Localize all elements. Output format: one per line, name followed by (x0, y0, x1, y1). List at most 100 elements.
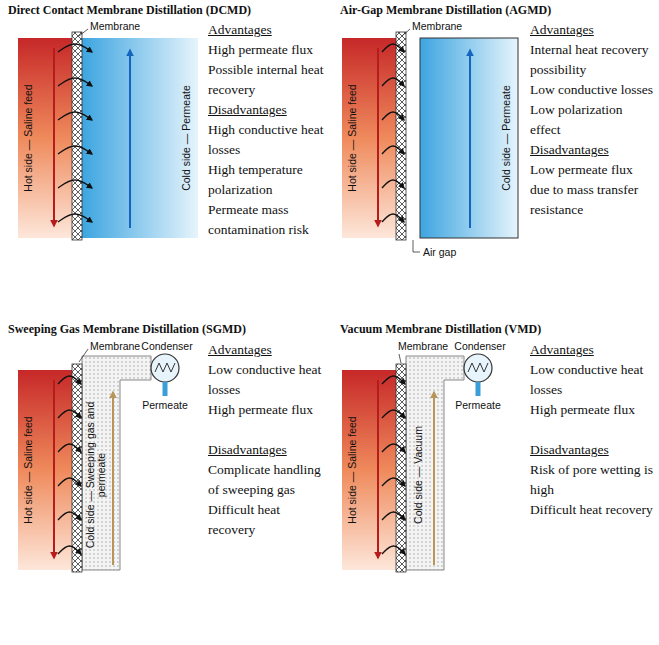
list-item: Possible internal heat recovery (208, 60, 330, 100)
list-heading: Disadvantages (208, 440, 330, 460)
list-heading: Advantages (530, 20, 654, 40)
part-label: Membrane (90, 340, 140, 352)
list-item: Complicate handling of sweeping gas (208, 460, 330, 500)
vapour-arrow (58, 44, 92, 52)
vapour-arrow (58, 146, 92, 154)
flow-arrow (433, 392, 435, 565)
vapour-arrow (382, 146, 404, 154)
panel-title: Direct Contact Membrane Distillation (DC… (8, 3, 251, 17)
cold-side-channel: Cold side — Permeate (82, 38, 198, 238)
membrane (72, 364, 82, 572)
list-item: Difficult heat recovery (530, 500, 654, 520)
vapour-arrow (382, 180, 404, 188)
list-item: High permeate flux (530, 400, 654, 420)
part-label: Air gap (423, 246, 456, 258)
part-label: Membrane (90, 20, 140, 32)
channel-label: Hot side — Saline feed (23, 380, 34, 560)
panel-title: Vacuum Membrane Distillation (VMD) (340, 322, 541, 336)
vapour-arrow (58, 78, 92, 86)
membrane (72, 32, 406, 572)
vapour-arrow (382, 546, 405, 554)
vapour-arrow (382, 444, 405, 452)
vapour-arrow (58, 410, 81, 418)
flow-arrow (129, 50, 131, 228)
list-item: Low conductive heat losses (208, 360, 330, 400)
vapour-arrow (58, 444, 81, 452)
hot-side-channel: Hot side — Saline feed (342, 38, 396, 238)
condenser (151, 354, 492, 382)
sweep-duct (82, 356, 151, 570)
vapour-arrow (382, 214, 404, 222)
list-heading: Disadvantages (530, 140, 654, 160)
leader-line (402, 29, 410, 36)
list-item: High permeate flux (208, 40, 330, 60)
hot-side-channel-fill (18, 38, 72, 238)
part-label: Condenser (141, 340, 192, 352)
list-item: Difficult heat recovery (208, 500, 330, 540)
vapour-arrow (382, 512, 405, 520)
vapour-arrow (382, 78, 404, 86)
vapour-arrow (58, 214, 92, 222)
hot-side-channel-fill (18, 370, 72, 570)
flow-arrow (53, 48, 55, 226)
panel-title: Sweeping Gas Membrane Distillation (SGMD… (8, 322, 246, 336)
vacuum-channel: Cold side — Vacuum (406, 380, 444, 570)
leader-line (399, 354, 401, 363)
flow-arrow (377, 380, 379, 558)
list-item: Low permeate flux due to mass transfer r… (530, 160, 654, 220)
vapour-arrow (58, 180, 92, 188)
vapour-arrow (382, 478, 405, 486)
vapour-arrow (382, 376, 405, 384)
part-label: Membrane (412, 20, 462, 32)
list-heading: Disadvantages (530, 440, 654, 460)
cold-side-channel-fill (420, 38, 518, 238)
list-heading: Advantages (208, 340, 330, 360)
list-item: Internal heat recovery possibility (530, 40, 654, 80)
channel-label: Cold side — Vacuum (413, 390, 424, 560)
list-item: Low conductive heat losses (530, 360, 654, 400)
sweep-duct (406, 356, 464, 570)
vapour-arrow (58, 512, 81, 520)
vapour-arrow (58, 546, 81, 554)
part-label: Permeate (455, 399, 501, 411)
cold-side-channel-fill (82, 38, 198, 238)
vapour-arrow (382, 44, 404, 52)
list-heading: Advantages (530, 340, 654, 360)
list-item: High temperature polarization (208, 160, 330, 200)
flow-arrow (377, 48, 379, 226)
panel-title: Air-Gap Membrane Distillation (AGMD) (340, 3, 551, 17)
hot-side-channel: Hot side — Saline feed (342, 370, 396, 570)
flow-arrow (112, 392, 114, 565)
sweep-duct (82, 356, 464, 570)
channel-label: Cold side — Sweeping gas and permeate (85, 400, 107, 550)
vapour-arrow (382, 410, 405, 418)
cold-side-channel: Cold side — Permeate (420, 38, 518, 238)
flow-arrow (54, 48, 470, 565)
hot-side-channel: Hot side — Saline feed (18, 370, 72, 570)
membrane (72, 32, 82, 240)
list-item: Risk of pore wetting is high (530, 460, 654, 500)
list-item: High permeate flux (208, 400, 330, 420)
list-heading: Disadvantages (208, 100, 330, 120)
permeate-pipe (476, 382, 481, 396)
flow-arrow (469, 50, 471, 228)
condenser (468, 363, 488, 372)
permeate-pipe (163, 382, 168, 396)
part-label: Permeate (142, 399, 188, 411)
hot-side-channel: Hot side — Saline feed (18, 38, 72, 238)
flow-arrow (53, 380, 55, 558)
channel-label: Hot side — Saline feed (347, 380, 358, 560)
sweep-gas-channel: Cold side — Sweeping gas and permeate (82, 380, 120, 570)
vapour-arrow (58, 478, 81, 486)
membrane (396, 32, 406, 240)
hot-side-channel-fill (342, 370, 396, 570)
channel-label: Cold side — Permeate (181, 48, 192, 228)
part-label: Condenser (454, 340, 505, 352)
part-label: Membrane (398, 340, 448, 352)
leader-line (79, 349, 88, 362)
list-heading: Advantages (208, 20, 330, 40)
hot-side-channel-fill (342, 38, 396, 238)
list-item: Permeate mass contamination risk (208, 200, 330, 240)
condenser (155, 363, 175, 372)
